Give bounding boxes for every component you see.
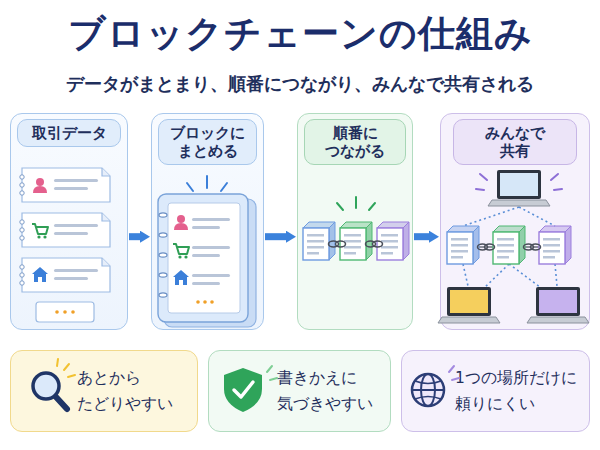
panel-heading: みんなで 共有 — [453, 119, 577, 165]
process-panel: みんなで 共有 — [440, 113, 590, 330]
feature-box: 書きかえに 気づきやすい — [208, 350, 391, 432]
panel-heading: 順番に つながる — [304, 119, 406, 165]
flow-arrow — [265, 233, 286, 240]
chained-blocks — [303, 197, 409, 260]
process-panel: 取引データ — [10, 113, 128, 330]
feature-box: 1つの場所だけに 頼りにくい — [401, 350, 590, 432]
flow-arrow — [414, 233, 429, 240]
process-panel: 順番に つながる — [297, 113, 413, 330]
flow-arrow — [129, 233, 140, 240]
block-binder — [158, 176, 256, 327]
panel-heading: 取引データ — [17, 119, 121, 147]
diagram-title: ブロックチェーンの仕組み — [0, 12, 600, 56]
shared-network — [438, 170, 589, 323]
feature-box: あとから たどりやすい — [10, 350, 198, 432]
feature-text: 書きかえに 気づきやすい — [277, 365, 390, 417]
panel-heading: ブロックに まとめる — [158, 119, 257, 165]
feature-text: あとから たどりやすい — [77, 365, 197, 417]
subtitle-text: データがまとまり、順番につながり、みんなで共有される — [0, 72, 600, 96]
process-panel: ブロックに まとめる — [151, 113, 264, 330]
transaction-cards — [20, 168, 110, 322]
magnifier-icon — [33, 359, 75, 409]
globe-icon — [412, 366, 459, 406]
feature-text: 1つの場所だけに 頼りにくい — [455, 365, 589, 417]
shield-icon — [224, 366, 277, 412]
